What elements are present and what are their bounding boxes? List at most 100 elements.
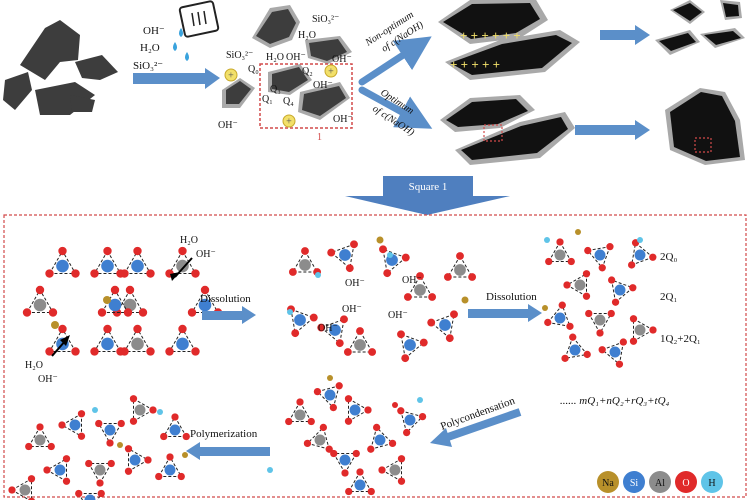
legend-h-label: H <box>708 478 715 489</box>
o-atom <box>397 407 405 415</box>
al-atom <box>94 464 106 476</box>
si-atom <box>554 312 566 324</box>
si-atom <box>374 434 386 446</box>
o-atom <box>125 285 135 295</box>
o-atom <box>598 346 606 354</box>
optimum-result <box>665 88 745 165</box>
o-atom <box>62 455 71 463</box>
svg-text:OH⁻: OH⁻ <box>196 249 216 260</box>
o-atom <box>107 459 115 468</box>
center-labels: SiO₃²⁻ SiO₃²⁻ H₂O H₂O OH⁻ OH⁻ OH⁻ OH⁻ OH… <box>218 14 353 143</box>
o-atom <box>558 301 566 309</box>
al-atom <box>123 298 137 312</box>
framework-initial <box>22 246 223 356</box>
legend-al-label: Al <box>655 478 665 489</box>
tetrahedron-edge <box>566 272 587 298</box>
si-atom <box>108 298 122 312</box>
si-atom <box>329 324 341 336</box>
o-atom <box>401 253 410 262</box>
svg-text:OH⁻: OH⁻ <box>333 114 353 125</box>
center-plus-ions: + + + <box>224 64 338 128</box>
non-optimum-plus-ions: + + + + + + + + + + + <box>450 28 521 72</box>
tetrahedron-edge <box>162 416 188 437</box>
o-atom <box>160 432 168 441</box>
o-atom <box>607 309 615 318</box>
o-atom <box>325 445 333 453</box>
si-atom <box>439 319 451 331</box>
o-atom <box>110 285 120 295</box>
tetrahedron-edge <box>320 318 345 345</box>
o-atom <box>103 246 112 256</box>
si-atom <box>104 424 116 436</box>
o-atom <box>567 257 575 266</box>
dissolution-arrow-1: Dissolution <box>200 293 256 324</box>
o-atom <box>90 269 99 278</box>
o-atom <box>22 308 32 317</box>
o-atom <box>75 489 83 498</box>
o-atom <box>397 477 406 485</box>
h-atom <box>267 467 273 473</box>
o-atom <box>138 308 148 317</box>
o-atom <box>545 257 553 266</box>
o-atom <box>392 402 398 408</box>
o-atom <box>317 323 326 332</box>
o-atom <box>335 382 343 390</box>
tetrahedron-edge <box>157 456 183 477</box>
arrow-lower-to-result <box>575 120 650 140</box>
tetrahedron-edge <box>133 397 154 423</box>
o-atom <box>344 395 353 403</box>
o-atom <box>319 423 328 432</box>
framework-dissolving <box>287 236 477 363</box>
o-atom <box>27 475 36 483</box>
tetrahedron-edge <box>87 463 113 484</box>
o-atom <box>456 252 464 260</box>
o-atom <box>598 264 606 272</box>
tetrahedron-edge <box>347 471 373 492</box>
tetrahedron-edge <box>77 493 103 500</box>
o-atom <box>619 338 627 346</box>
tetrahedron-edge <box>601 341 624 366</box>
o-atom <box>178 324 187 334</box>
o-atom <box>544 318 552 327</box>
oh-labels: OH⁻ OH⁻ OH⁻ OH⁻ OH⁻ <box>318 275 422 334</box>
tetrahedron-edge <box>332 453 358 474</box>
o-atom <box>166 453 174 461</box>
o-atom <box>149 406 157 414</box>
o-atom <box>146 269 155 278</box>
h-atom <box>544 237 550 243</box>
o-atom <box>341 469 349 477</box>
svg-text:2Q₀: 2Q₀ <box>660 251 677 263</box>
tetrahedron-edge <box>27 426 53 447</box>
o-atom <box>330 449 338 458</box>
o-atom <box>563 281 571 289</box>
svg-text:+: + <box>228 71 234 82</box>
o-atom <box>368 348 377 356</box>
svg-text:H₂O: H₂O <box>25 360 43 371</box>
o-atom <box>582 292 591 300</box>
svg-text:OH⁻: OH⁻ <box>345 278 365 289</box>
na-ion <box>103 296 111 304</box>
center-particles <box>222 5 352 120</box>
tetrahedron-edge <box>330 243 355 270</box>
h-atom <box>387 252 393 258</box>
o-atom <box>582 270 591 278</box>
o-atom <box>335 339 344 348</box>
o-atom <box>45 269 54 278</box>
al-atom <box>574 279 586 291</box>
o-atom <box>468 273 477 281</box>
al-atom <box>354 339 366 351</box>
o-atom <box>58 324 67 334</box>
dissolution-arrow-2: Dissolution <box>468 291 542 322</box>
si-atom <box>354 479 366 491</box>
o-atom <box>606 243 614 251</box>
o-atom <box>133 324 142 334</box>
h-atom <box>157 409 163 415</box>
tetrahedron-edge <box>306 426 330 450</box>
si-atom <box>339 249 351 261</box>
o-atom <box>47 442 55 451</box>
o-atom <box>313 387 322 396</box>
water-droplets-icon <box>173 28 189 61</box>
na-ion <box>376 236 384 244</box>
na-ion <box>461 296 469 304</box>
si-atom <box>324 389 336 401</box>
